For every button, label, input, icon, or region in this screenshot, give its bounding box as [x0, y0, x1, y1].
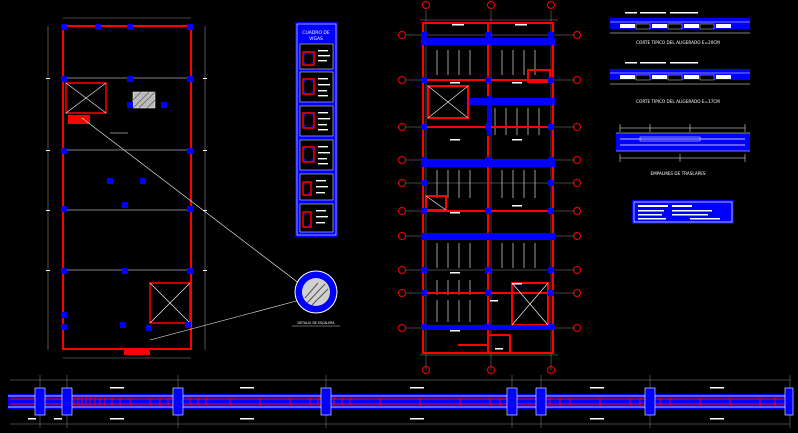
overlap-title: EMPALMES DE TRASLAPES: [650, 171, 705, 176]
slab-section-1: CORTE TIPICO DEL ALIGERADO E=20CM: [610, 12, 750, 45]
slab-section-2: CORTE TIPICO DEL ALIGERADO E=17CM: [610, 62, 750, 104]
section-1-title: CORTE TIPICO DEL ALIGERADO E=20CM: [636, 40, 720, 45]
lap-splice-detail: EMPALMES DE TRASLAPES: [616, 124, 750, 176]
beam-elevation: [8, 375, 794, 428]
beam-table-title-1: CUADRO DE: [302, 30, 330, 36]
framing-plan: [398, 1, 581, 374]
detail-caption: DETALLE DE ESCALERA: [298, 321, 336, 325]
section-2-title: CORTE TIPICO DEL ALIGERADO E=17CM: [636, 99, 720, 104]
detail-callout: DETALLE DE ESCALERA: [292, 270, 340, 327]
foundation-plan: [46, 17, 301, 359]
beam-table-title-2: VIGAS: [309, 36, 323, 42]
legend-table: [632, 200, 734, 224]
beam-schedule: CUADRO DE VIGAS: [295, 22, 338, 237]
